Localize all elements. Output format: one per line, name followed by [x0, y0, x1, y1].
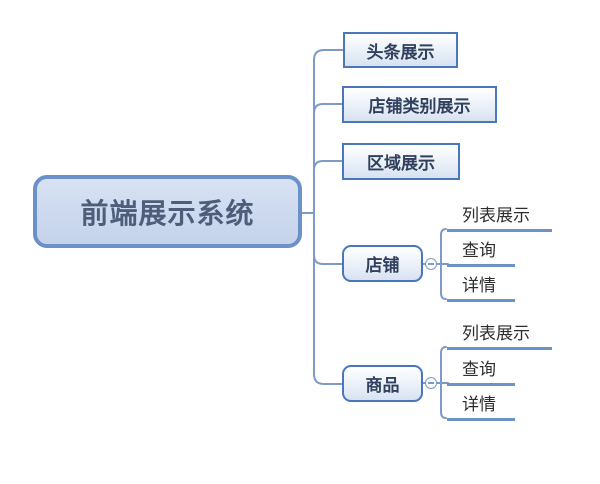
shop-child-query[interactable]: 查询: [447, 241, 515, 267]
branch-product[interactable]: 商品: [342, 365, 423, 402]
branch-label: 区域展示: [367, 154, 435, 173]
minus-icon: [428, 263, 434, 265]
branch-region-display[interactable]: 区域展示: [342, 143, 460, 180]
root-topic[interactable]: 前端展示系统: [33, 175, 302, 248]
shop-child-detail[interactable]: 详情: [447, 276, 515, 302]
branch-label: 头条展示: [366, 42, 435, 62]
product-child-detail[interactable]: 详情: [447, 395, 515, 421]
branch-headline-display[interactable]: 头条展示: [343, 32, 458, 68]
root-topic-label: 前端展示系统: [80, 197, 255, 229]
shop-collapse-toggle[interactable]: [425, 258, 437, 270]
branch-shop[interactable]: 店铺: [342, 245, 423, 282]
branch-shop-category-display[interactable]: 店铺类别展示: [342, 86, 497, 123]
product-collapse-toggle[interactable]: [425, 377, 437, 389]
shop-child-list-display[interactable]: 列表展示: [447, 206, 552, 232]
branch-label: 店铺类别展示: [368, 97, 471, 116]
minus-icon: [428, 382, 434, 384]
branch-label: 店铺: [365, 256, 400, 275]
product-child-list-display[interactable]: 列表展示: [447, 324, 552, 350]
branch-label: 商品: [365, 376, 400, 395]
product-child-query[interactable]: 查询: [447, 360, 515, 386]
